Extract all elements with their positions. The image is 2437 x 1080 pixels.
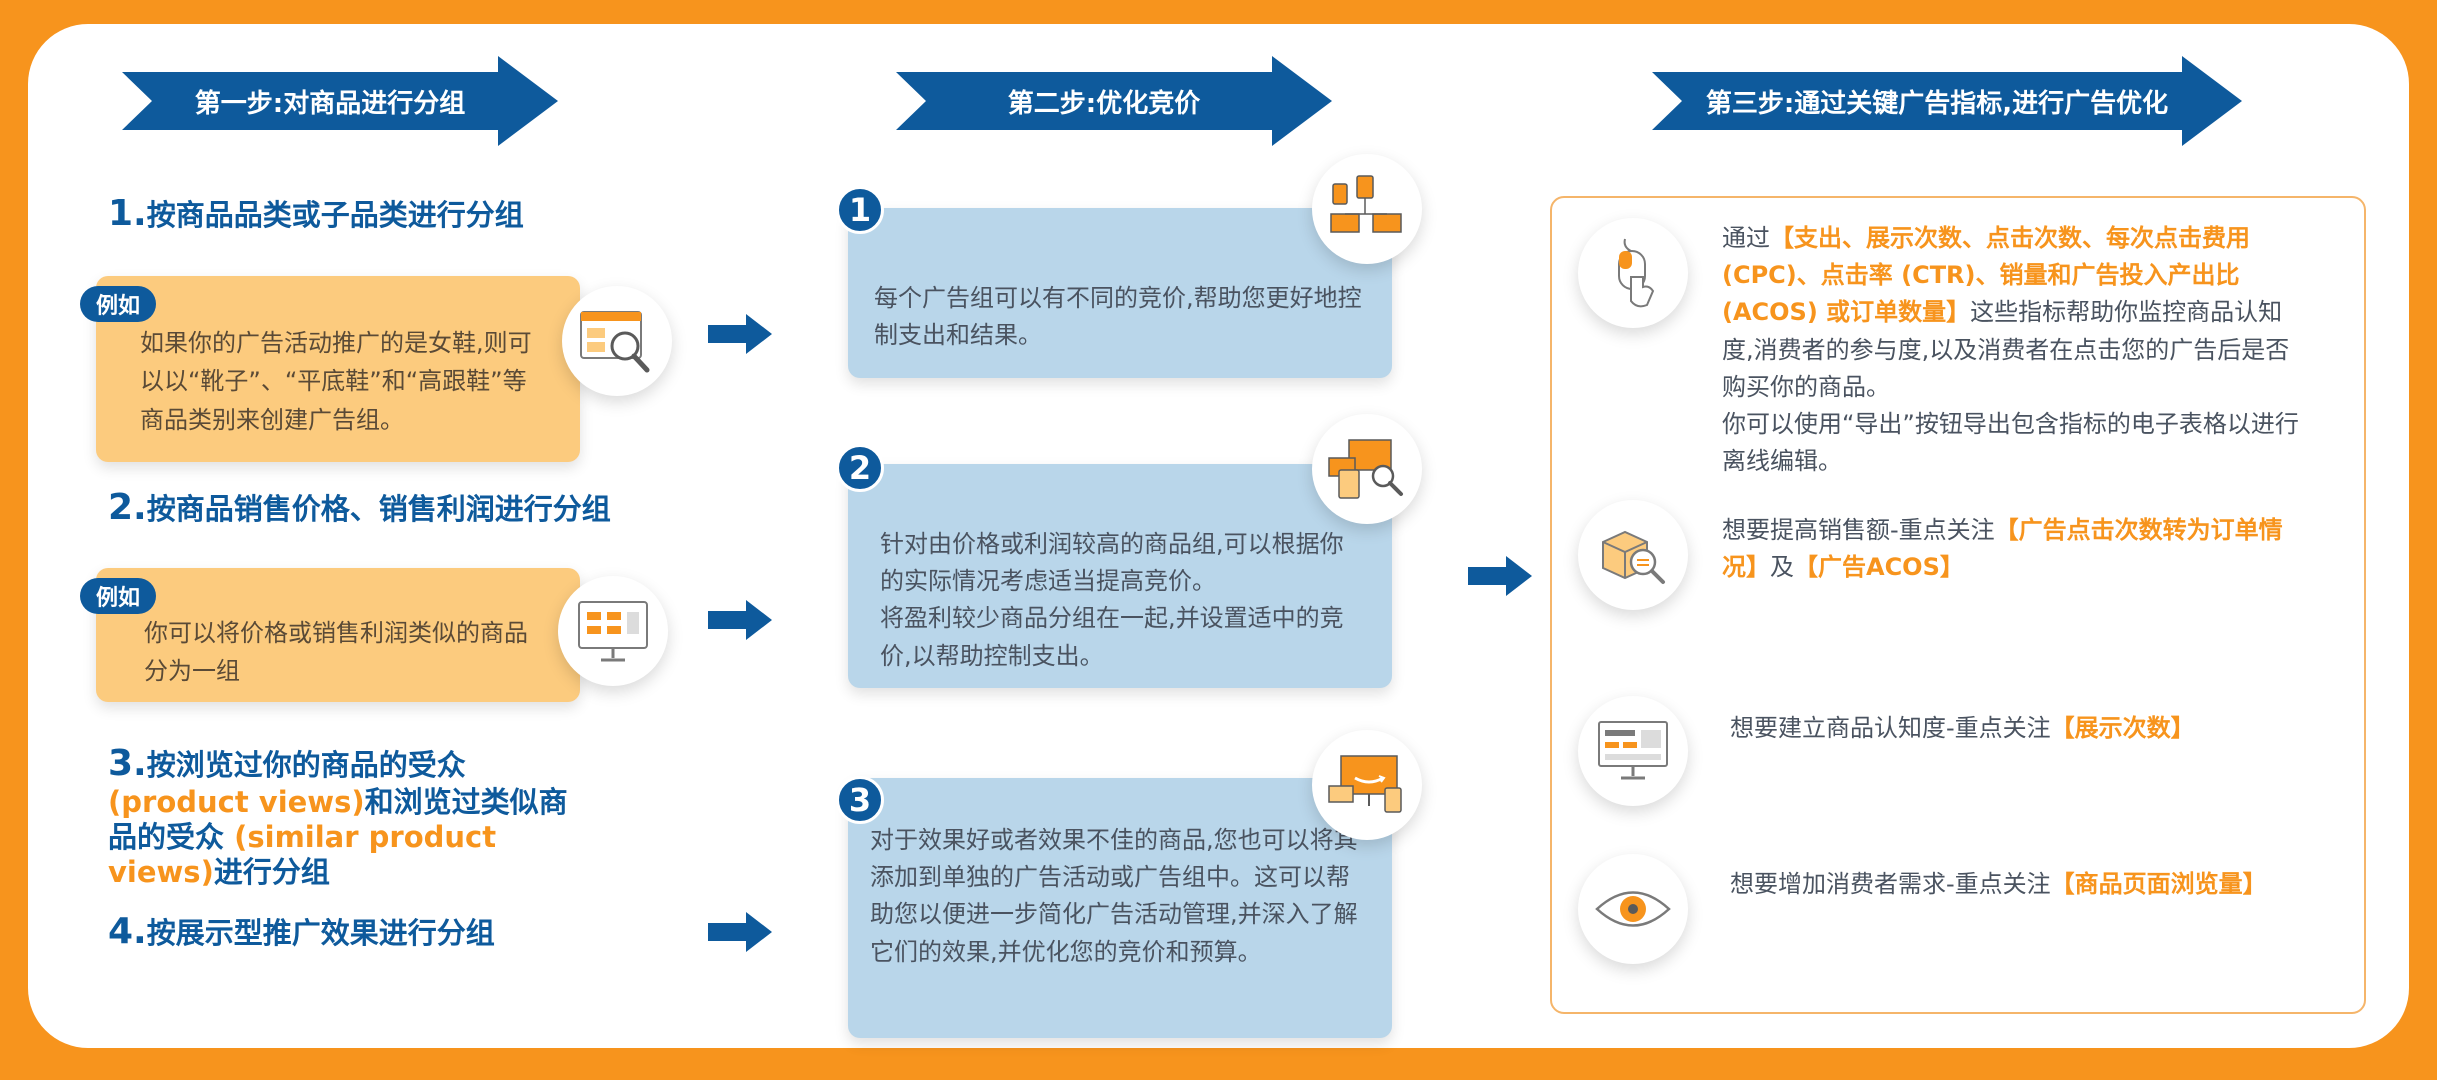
bid-card-1: 每个广告组可以有不同的竞价,帮助您更好地控制支出和结果。 — [848, 208, 1392, 378]
method3-text-b: 和浏览过类似商品的受众 — [108, 785, 568, 854]
bid-card-3-text: 对于效果好或者效果不佳的商品,您也可以将其添加到单独的广告活动或广告组中。这可以… — [870, 826, 1358, 966]
method3-heading: 3.按浏览过你的商品的受众 (product views)和浏览过类似商品的受众… — [108, 742, 578, 890]
metric-1-pre: 通过 — [1722, 224, 1770, 252]
method1-example-tag: 例如 — [80, 286, 157, 322]
method2-example-tag: 例如 — [80, 578, 157, 614]
monitor-chart-icon — [578, 601, 648, 662]
bid-card-2: 针对由价格或利润较高的商品组,可以根据你的实际情况考虑适当提高竞价。 将盈利较少… — [848, 464, 1392, 688]
connector-arrow-4 — [1468, 556, 1532, 596]
connector-arrow-2 — [708, 600, 772, 640]
metric-1-highlight: 【支出、展示次数、点击次数、每次点击费用(CPC)、点击率 (CTR)、销量和广… — [1722, 224, 2250, 327]
method2-icon-circle — [558, 576, 668, 686]
bid-card-1-text: 每个广告组可以有不同的竞价,帮助您更好地控制支出和结果。 — [874, 284, 1362, 350]
mouse-click-icon — [1618, 238, 1655, 308]
method2-text: 按商品销售价格、销售利润进行分组 — [146, 492, 611, 526]
metrics-panel — [1550, 196, 2366, 1014]
method1-number: 1. — [108, 193, 147, 234]
metric-icon-circle-2 — [1578, 500, 1688, 610]
bid-badge-3: 3 — [836, 776, 884, 824]
dashboard-icon — [1598, 721, 1668, 780]
method2-number: 2. — [108, 487, 147, 528]
metric-2-pre: 想要提高销售额-重点关注 — [1722, 516, 1995, 544]
method4-number: 4. — [108, 911, 147, 952]
metric-2-highlight-a: 【广告点击次数转为订单情况】 — [1722, 516, 2283, 582]
method3-highlight-b: (similar product views) — [108, 819, 497, 889]
method1-heading: 1.按商品品类或子品类进行分组 — [108, 192, 524, 235]
magnifier-browser-icon — [580, 311, 650, 373]
metric-3-highlight: 【展示次数】 — [2050, 714, 2195, 742]
method3-highlight-a: (product views) — [108, 785, 365, 820]
amazon-devices-icon — [1328, 755, 1402, 813]
metric-4-highlight: 【商品页面浏览量】 — [2050, 870, 2267, 898]
metric-2-mid: 及 — [1770, 553, 1794, 582]
method1-text: 按商品品类或子品类进行分组 — [146, 198, 524, 232]
metric-icon-circle-1 — [1578, 218, 1688, 328]
step3-arrow: 第三步:通过关键广告指标,进行广告优化 — [1652, 56, 2242, 146]
step2-label: 第二步:优化竞价 — [1007, 88, 1201, 119]
method4-text: 按展示型推广效果进行分组 — [146, 916, 495, 950]
network-devices-icon — [1330, 175, 1402, 233]
method3-number: 3. — [108, 743, 147, 784]
step3-label: 第三步:通过关键广告指标,进行广告优化 — [1705, 88, 2169, 119]
method1-example-text: 如果你的广告活动推广的是女鞋,则可以以“靴子”、“平底鞋”和“高跟鞋”等商品类别… — [140, 329, 532, 434]
metric-row-2: 想要提高销售额-重点关注【广告点击次数转为订单情况】及【广告ACOS】 — [1722, 512, 2302, 586]
method4-heading: 4.按展示型推广效果进行分组 — [108, 910, 495, 953]
bid-badge-2: 2 — [836, 444, 884, 492]
method3-text-a: 按浏览过你的商品的受众 — [146, 748, 466, 782]
step2-arrow: 第二步:优化竞价 — [896, 56, 1332, 146]
metric-icon-circle-3 — [1578, 696, 1688, 806]
bid-icon-circle-1 — [1312, 154, 1422, 264]
bid-card-2-text-b: 将盈利较少商品分组在一起,并设置适中的竞价,以帮助控制支出。 — [880, 604, 1344, 670]
method1-example-card: 如果你的广告活动推广的是女鞋,则可以以“靴子”、“平底鞋”和“高跟鞋”等商品类别… — [96, 276, 580, 462]
metric-icon-circle-4 — [1578, 854, 1688, 964]
metric-row-1: 通过【支出、展示次数、点击次数、每次点击费用(CPC)、点击率 (CTR)、销量… — [1722, 220, 2302, 480]
metric-4-pre: 想要增加消费者需求-重点关注 — [1730, 870, 2051, 898]
method2-heading: 2.按商品销售价格、销售利润进行分组 — [108, 486, 611, 529]
connector-arrow-3 — [708, 912, 772, 952]
connector-arrow-1 — [708, 314, 772, 354]
box-search-icon — [1602, 530, 1665, 584]
method2-example-card: 你可以将价格或销售利润类似的商品分为一组 — [96, 568, 580, 702]
method2-example-text: 你可以将价格或销售利润类似的商品分为一组 — [144, 619, 528, 686]
metric-row-4: 想要增加消费者需求-重点关注【商品页面浏览量】 — [1730, 866, 2330, 903]
method3-text-c: 进行分组 — [213, 854, 330, 889]
metric-1-extra: 你可以使用“导出”按钮导出包含指标的电子表格以进行离线编辑。 — [1722, 409, 2299, 476]
metric-row-3: 想要建立商品认知度-重点关注【展示次数】 — [1730, 710, 2310, 747]
bid-badge-1: 1 — [836, 186, 884, 234]
devices-search-icon — [1328, 439, 1403, 499]
metric-3-pre: 想要建立商品认知度-重点关注 — [1730, 714, 2051, 742]
metric-2-highlight-b: 【广告ACOS】 — [1794, 553, 1964, 582]
bid-icon-circle-2 — [1312, 414, 1422, 524]
infographic-canvas: 第一步:对商品进行分组 第二步:优化竞价 第三步:通过关键广告指标,进行广告优化… — [28, 24, 2409, 1048]
bid-icon-circle-3 — [1312, 730, 1422, 840]
method1-icon-circle — [562, 286, 672, 396]
bid-card-2-text-a: 针对由价格或利润较高的商品组,可以根据你的实际情况考虑适当提高竞价。 — [880, 530, 1344, 596]
metric-1-post: 这些指标帮助你监控商品认知度,消费者的参与度,以及消费者在点击您的广告后是否购买… — [1722, 298, 2290, 401]
eye-icon — [1595, 891, 1671, 927]
bid-card-3: 对于效果好或者效果不佳的商品,您也可以将其添加到单独的广告活动或广告组中。这可以… — [848, 778, 1392, 1038]
step1-arrow: 第一步:对商品进行分组 — [122, 56, 558, 146]
step1-label: 第一步:对商品进行分组 — [194, 88, 466, 119]
